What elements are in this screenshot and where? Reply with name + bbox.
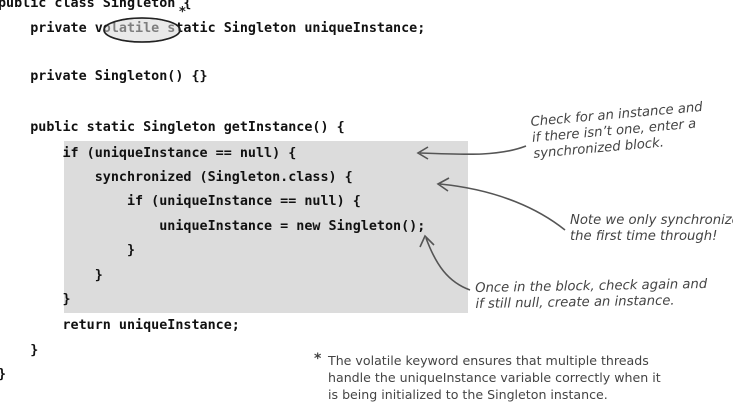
annotation-synchronize-once-line2: the first time through!	[570, 229, 718, 244]
code-line-return: return uniqueInstance;	[0, 318, 240, 333]
code-line-synchronized: synchronized (Singleton.class) {	[0, 170, 353, 185]
footnote-line2: handle the uniqueInstance variable corre…	[328, 370, 661, 385]
annotation-synchronize-once: Note we only synchronize the first time …	[570, 213, 733, 245]
code-line-close-outer-if: }	[0, 292, 71, 307]
annotation-check-again-line2: if still null, create an instance.	[475, 293, 675, 312]
code-line-instantiate: uniqueInstance = new Singleton();	[0, 219, 426, 234]
annotation-check-instance: Check for an instance and if there isn’t…	[530, 100, 706, 163]
code-line-getinstance: public static Singleton getInstance() {	[0, 120, 345, 135]
code-line-inner-null-check: if (uniqueInstance == null) {	[0, 194, 361, 209]
footnote-star: *	[314, 351, 322, 367]
footnote-line3: is being initialized to the Singleton in…	[328, 387, 608, 402]
annotation-synchronize-once-line1: Note we only synchronize	[570, 213, 733, 228]
annotation-check-again: Once in the block, check again and if st…	[475, 277, 708, 313]
footnote-text: The volatile keyword ensures that multip…	[328, 352, 661, 403]
footnote-line1: The volatile keyword ensures that multip…	[328, 353, 649, 368]
code-line-close-method: }	[0, 343, 39, 358]
code-line-outer-null-check: if (uniqueInstance == null) {	[0, 146, 297, 161]
code-line-constructor: private Singleton() {}	[0, 69, 208, 84]
code-line-close-inner-if: }	[0, 243, 136, 258]
code-line-close-synchronized: }	[0, 268, 103, 283]
double-checked-locking-highlight	[64, 141, 468, 313]
code-line-field-declaration: private volatile static Singleton unique…	[0, 21, 425, 37]
code-line-close-class: }	[0, 367, 6, 383]
code-line-class-declaration: public class Singleton {	[0, 0, 192, 11]
volatile-keyword: volatile	[94, 21, 160, 36]
code-line-field-suffix: static Singleton uniqueInstance;	[159, 21, 426, 36]
code-line-field-prefix: private	[0, 21, 95, 36]
